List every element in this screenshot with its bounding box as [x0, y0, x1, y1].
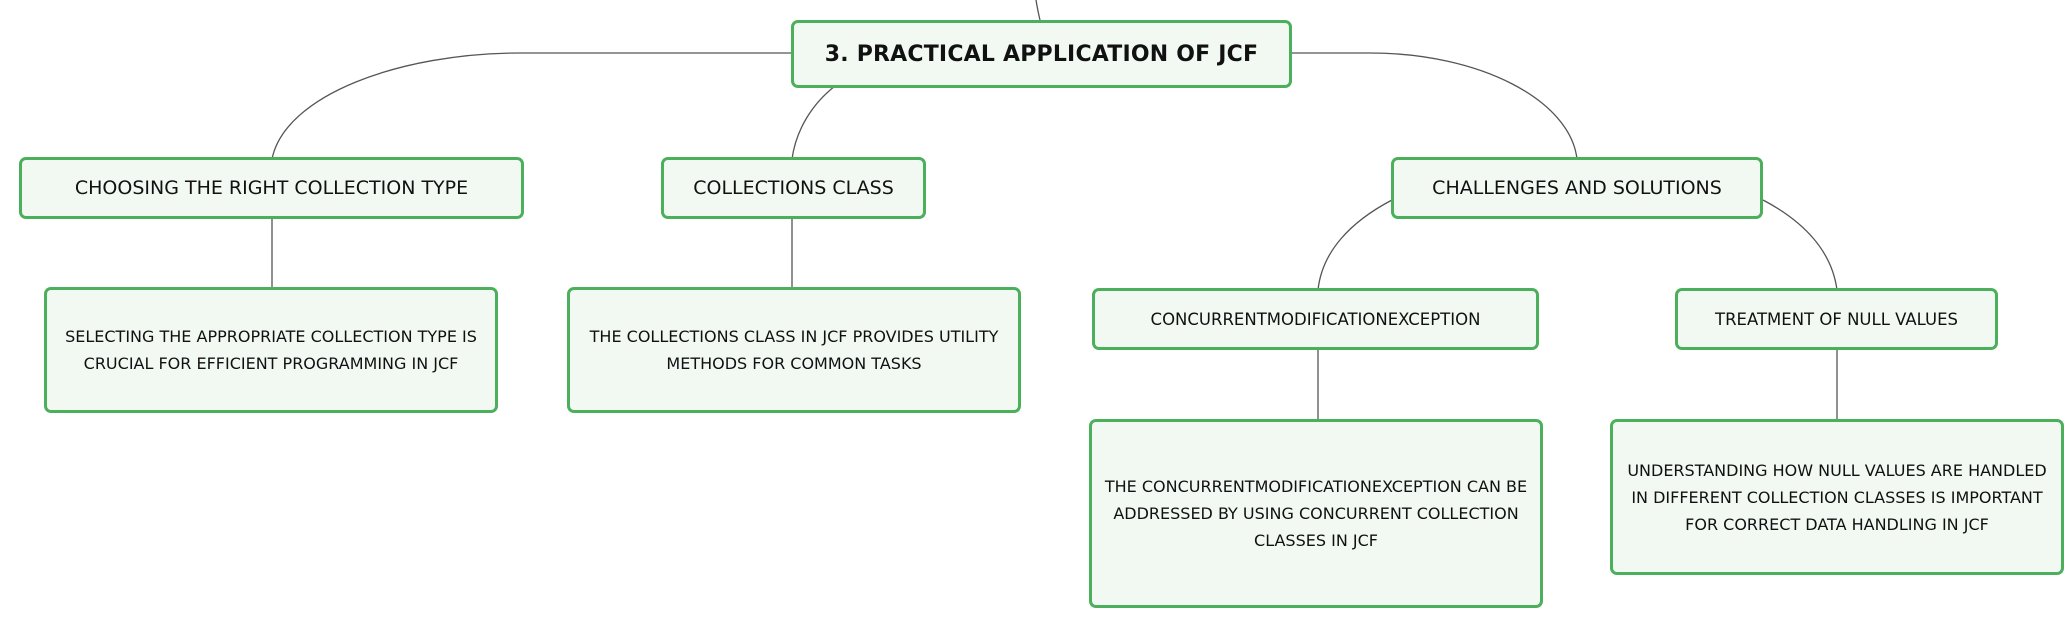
detail-text: THE COLLECTIONS CLASS IN JCF PROVIDES UT… — [589, 327, 999, 373]
node-choosing-collection-type[interactable]: CHOOSING THE RIGHT COLLECTION TYPE — [19, 157, 524, 219]
detail-concurrentmodificationexception[interactable]: THE CONCURRENTMODIFICATIONEXCEPTION CAN … — [1089, 419, 1543, 608]
detail-text: SELECTING THE APPROPRIATE COLLECTION TYP… — [65, 327, 477, 373]
detail-text: THE CONCURRENTMODIFICATIONEXCEPTION CAN … — [1104, 477, 1528, 550]
node-label: CONCURRENTMODIFICATIONEXCEPTION — [1150, 309, 1481, 329]
root-node-label: 3. PRACTICAL APPLICATION OF JCF — [824, 41, 1259, 67]
node-concurrentmodificationexception[interactable]: CONCURRENTMODIFICATIONEXCEPTION — [1092, 288, 1539, 350]
detail-treatment-of-null-values[interactable]: UNDERSTANDING HOW NULL VALUES ARE HANDLE… — [1610, 419, 2064, 575]
connector-root-parent — [1035, 0, 1041, 21]
detail-text: UNDERSTANDING HOW NULL VALUES ARE HANDLE… — [1627, 460, 2047, 534]
connector-root-to-choosing — [271, 52, 791, 160]
connector-root-to-collections-class — [791, 85, 836, 160]
node-treatment-of-null-values[interactable]: TREATMENT OF NULL VALUES — [1675, 288, 1998, 350]
node-label: COLLECTIONS CLASS — [693, 177, 894, 199]
node-challenges-and-solutions[interactable]: CHALLENGES AND SOLUTIONS — [1391, 157, 1763, 219]
detail-collections-class[interactable]: THE COLLECTIONS CLASS IN JCF PROVIDES UT… — [567, 287, 1021, 413]
connector-root-to-challenges — [1290, 52, 1578, 160]
connector-challenges-to-null — [1762, 199, 1838, 291]
detail-choosing-collection-type[interactable]: SELECTING THE APPROPRIATE COLLECTION TYP… — [44, 287, 498, 413]
connector-challenges-to-cme — [1317, 199, 1393, 291]
node-label: CHOOSING THE RIGHT COLLECTION TYPE — [74, 177, 469, 199]
node-label: TREATMENT OF NULL VALUES — [1714, 309, 1959, 329]
node-label: CHALLENGES AND SOLUTIONS — [1432, 177, 1722, 199]
node-collections-class[interactable]: COLLECTIONS CLASS — [661, 157, 926, 219]
root-node[interactable]: 3. PRACTICAL APPLICATION OF JCF — [791, 20, 1292, 88]
